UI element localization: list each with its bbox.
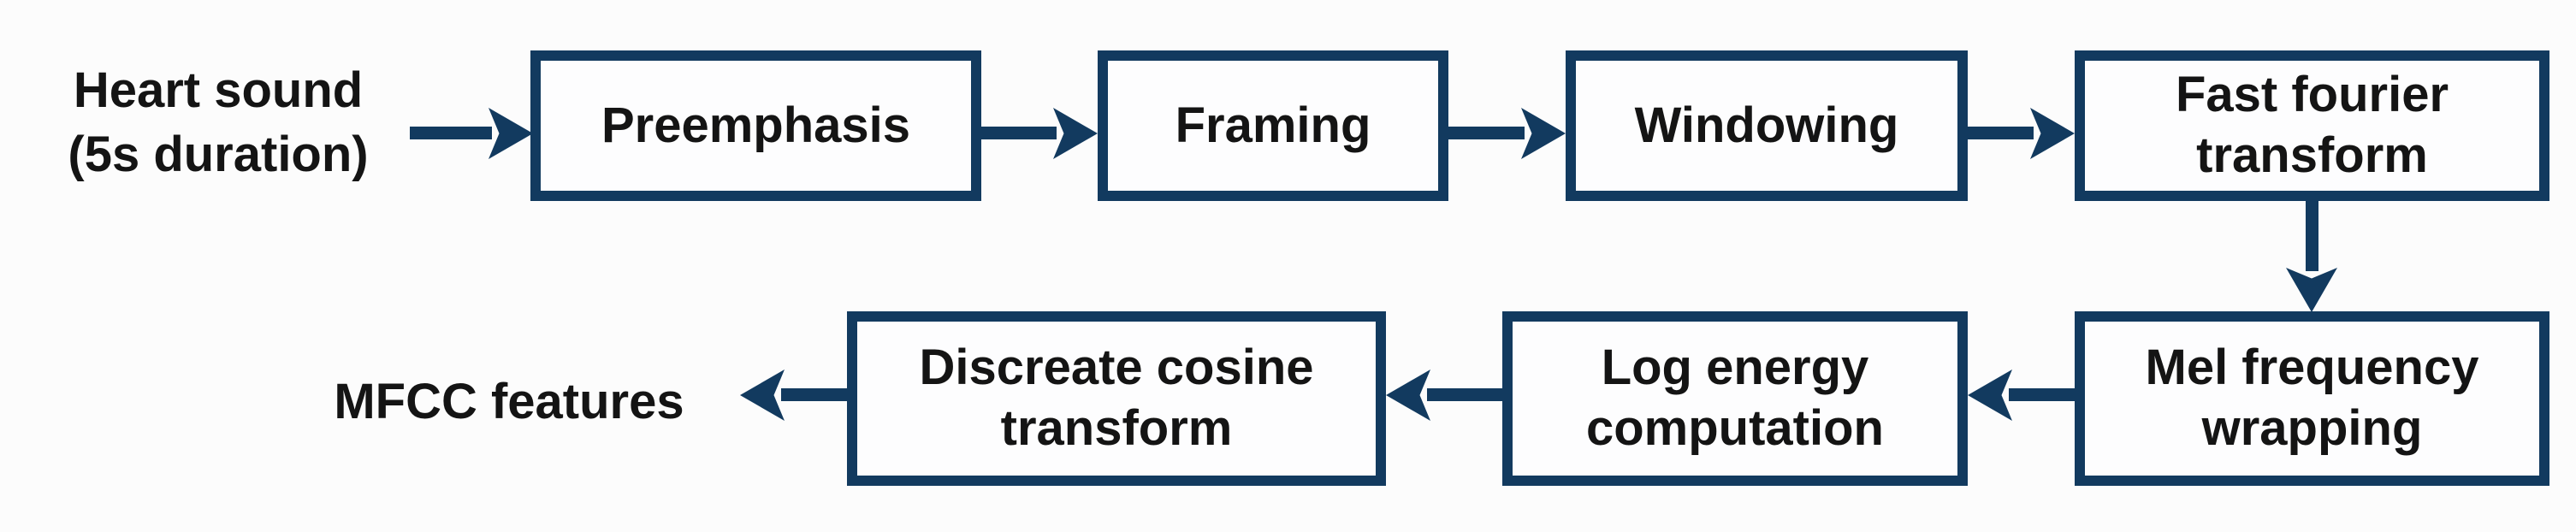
arrowhead-left-icon bbox=[1386, 369, 1430, 421]
node-discreate-cosine-transform: Discreate cosine transform bbox=[847, 311, 1386, 486]
node-mel-frequency-wrapping: Mel frequency wrapping bbox=[2075, 311, 2549, 486]
node-preemphasis-label: Preemphasis bbox=[601, 97, 911, 153]
arrowhead-left-icon bbox=[1968, 369, 2012, 421]
arrowhead-right-icon bbox=[2030, 108, 2075, 159]
arrow-shaft bbox=[2306, 201, 2318, 271]
node-framing: Framing bbox=[1098, 50, 1448, 201]
node-windowing: Windowing bbox=[1566, 50, 1968, 201]
arrowhead-left-icon bbox=[740, 369, 785, 421]
output-label: MFCC features bbox=[282, 369, 736, 434]
node-log-energy-computation: Log energy computation bbox=[1502, 311, 1968, 486]
node-log-energy-computation-label: Log energy computation bbox=[1586, 340, 1884, 456]
arrowhead-right-icon bbox=[1053, 108, 1098, 159]
arrow-shaft bbox=[410, 127, 492, 139]
source-label-line2: (5s duration) bbox=[68, 127, 369, 183]
arrow-shaft bbox=[781, 388, 847, 401]
arrow-shaft bbox=[2009, 388, 2075, 401]
node-discreate-cosine-transform-label: Discreate cosine transform bbox=[919, 340, 1314, 456]
arrow-shaft bbox=[1968, 127, 2034, 139]
node-windowing-label: Windowing bbox=[1634, 97, 1899, 153]
node-framing-label: Framing bbox=[1175, 97, 1371, 153]
arrowhead-right-icon bbox=[489, 108, 533, 159]
arrow-shaft bbox=[1427, 388, 1502, 401]
node-fast-fourier-transform-label: Fast fourier transform bbox=[2175, 67, 2449, 183]
node-fast-fourier-transform: Fast fourier transform bbox=[2075, 50, 2549, 201]
node-preemphasis: Preemphasis bbox=[530, 50, 981, 201]
arrowhead-down-icon bbox=[2286, 268, 2337, 312]
output-label-text: MFCC features bbox=[334, 374, 684, 429]
arrow-shaft bbox=[981, 127, 1057, 139]
node-mel-frequency-wrapping-label: Mel frequency wrapping bbox=[2145, 340, 2479, 456]
source-label-line1: Heart sound bbox=[73, 62, 364, 118]
arrow-shaft bbox=[1448, 127, 1525, 139]
source-label: Heart sound (5s duration) bbox=[21, 58, 415, 187]
arrowhead-right-icon bbox=[1521, 108, 1566, 159]
